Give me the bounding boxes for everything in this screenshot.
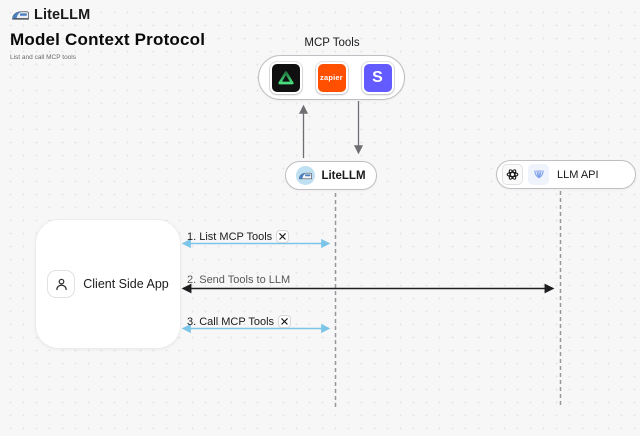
client-side-app-node: Client Side App [35,219,181,349]
mcp-tools-label: MCP Tools [304,37,360,49]
llm-provider-icon [528,164,549,185]
litellm-node-label: LiteLLM [321,169,366,182]
tools-icon [276,230,290,243]
app-logo-text: LiteLLM [34,7,91,23]
page-subtitle: List and call MCP tools [10,54,76,61]
tools-icon [278,315,292,328]
stripe-letter: S [372,68,383,86]
green-triangle-tool-icon [269,61,302,94]
stripe-icon: S [361,61,394,94]
step-2-label: 2. Send Tools to LLM [187,274,291,286]
step-call-mcp-tools: 3. Call MCP Tools [187,315,292,328]
openai-icon [502,164,523,185]
client-side-app-label: Client Side App [83,277,169,291]
step-3-label: 3. Call MCP Tools [187,315,275,328]
step-list-mcp-tools: 1. List MCP Tools [187,230,290,243]
zapier-wordmark: zapier [320,73,343,82]
mcp-tools-node: zapier S [258,55,405,100]
litellm-node: LiteLLM [285,161,377,190]
llm-api-node-label: LLM API [557,168,599,181]
train-icon [12,10,29,20]
zapier-icon: zapier [315,61,348,94]
step-1-label: 1. List MCP Tools [187,230,273,243]
step-send-tools-to-llm: 2. Send Tools to LLM [187,274,290,286]
person-icon [47,270,76,298]
app-logo: LiteLLM [12,7,90,23]
llm-api-node: LLM API [496,160,636,189]
page-title: Model Context Protocol [10,30,206,49]
litellm-badge-icon [296,166,316,185]
train-icon [299,172,313,179]
